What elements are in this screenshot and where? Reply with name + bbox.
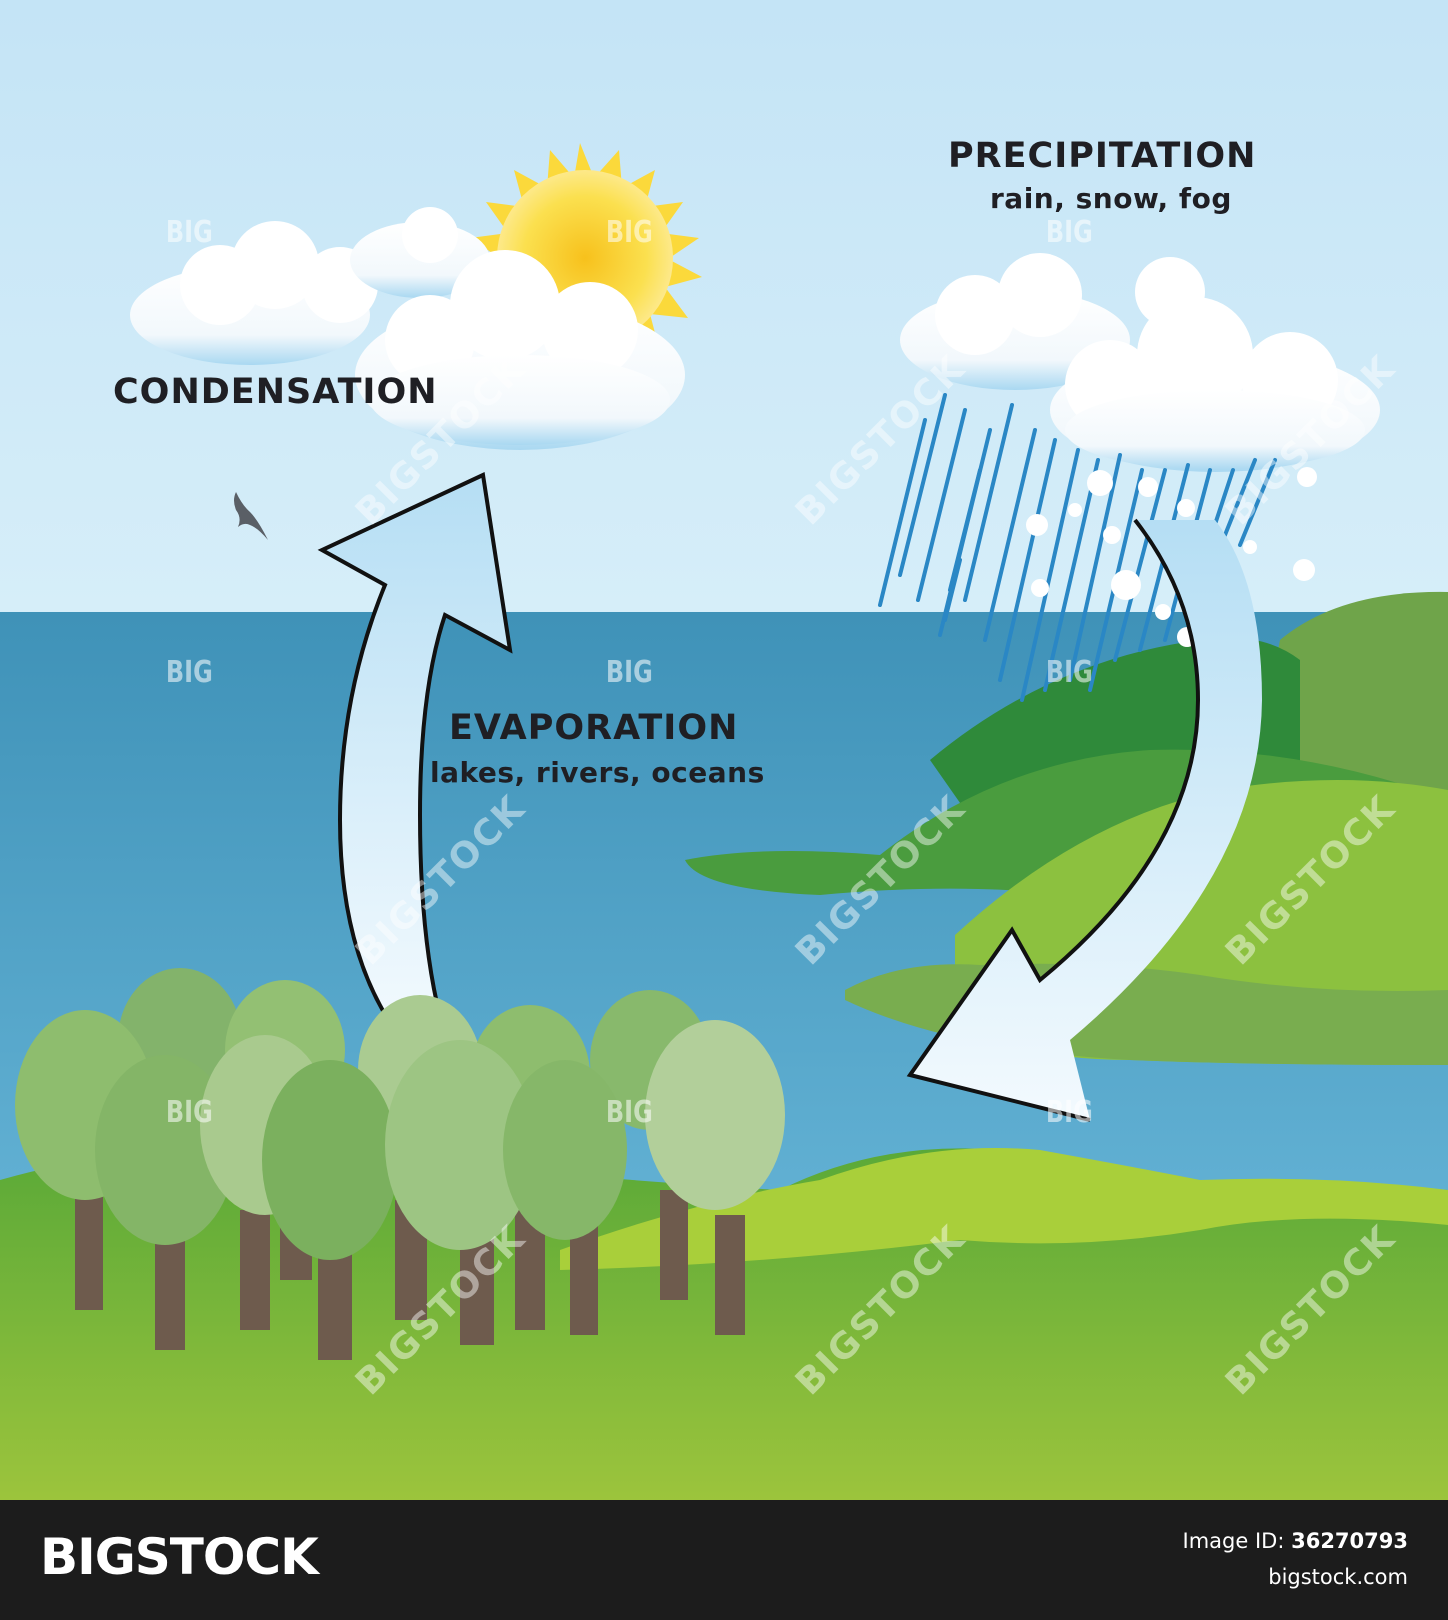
evaporation-arrow [317, 472, 513, 1038]
cloud-icon-left [130, 207, 685, 450]
label-evaporation: EVAPORATION [449, 708, 739, 748]
image-id-label: Image ID: [1182, 1529, 1285, 1553]
precipitation-arrow-edge [906, 518, 1201, 1122]
scene-illustration [0, 0, 1448, 1500]
ground-highlight [560, 1148, 1448, 1270]
footer-bar [0, 1500, 1448, 1620]
label-evaporation-sub: lakes, rivers, oceans [430, 756, 765, 789]
precipitation-arrow [910, 520, 1262, 1120]
label-precipitation: PRECIPITATION [948, 136, 1257, 176]
tree-icon [15, 968, 785, 1260]
image-id-value: 36270793 [1291, 1529, 1408, 1553]
footer-logo: BIGSTOCK [40, 1528, 319, 1586]
tree-cluster [15, 968, 785, 1360]
label-precipitation-sub: rain, snow, fog [990, 182, 1232, 215]
footer-site: bigstock.com [1268, 1565, 1408, 1589]
label-condensation: CONDENSATION [113, 372, 438, 412]
footer-image-id: Image ID: 36270793 [1183, 1529, 1408, 1553]
bird-icon [234, 492, 268, 540]
cloud-icon-right [900, 253, 1380, 472]
